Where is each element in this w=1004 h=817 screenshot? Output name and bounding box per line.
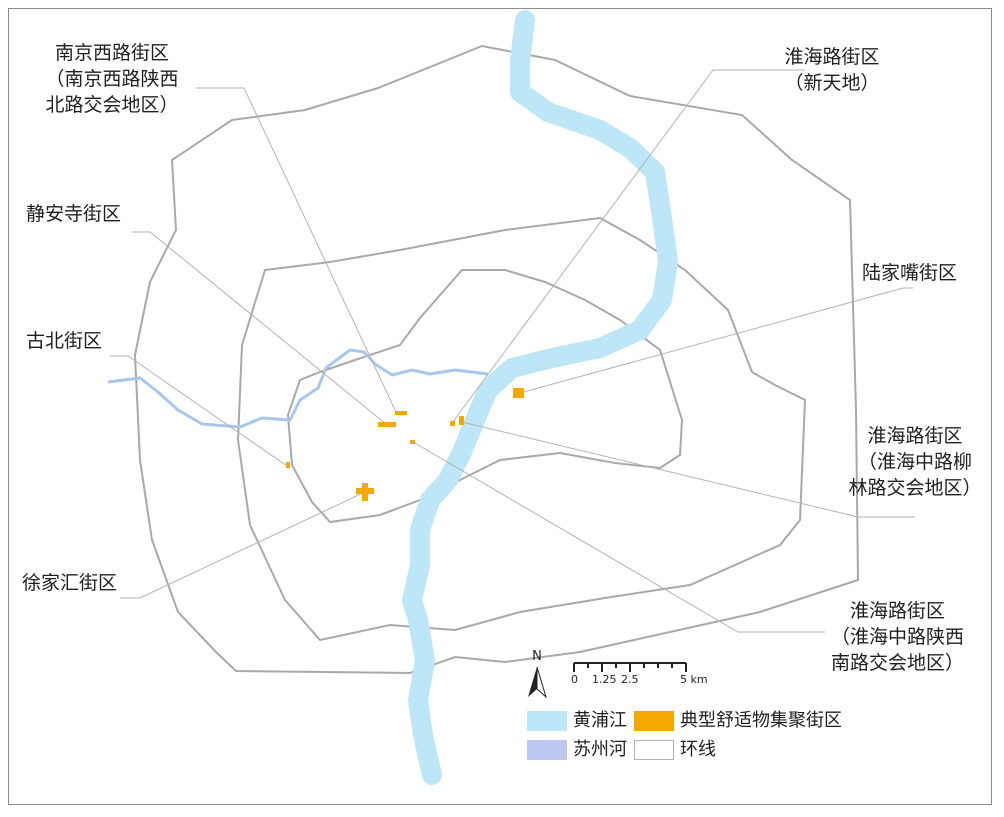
- legend-label-suzhou: 苏州河: [573, 739, 627, 760]
- block-gubei: [286, 462, 290, 468]
- scale-tick-0: 0: [571, 673, 578, 686]
- block-xintiandi: [450, 421, 455, 426]
- leader-gubei: [110, 355, 288, 467]
- leader-lines: [110, 69, 915, 633]
- scale-tick-5km: 5 km: [680, 673, 708, 686]
- block-jingan: [410, 440, 415, 444]
- leader-xujiahui: [120, 491, 366, 599]
- scale-tick-1.25: 1.25: [592, 673, 617, 686]
- legend-swatch-suzhou: [527, 740, 567, 760]
- north-arrow-letter: N: [532, 649, 542, 664]
- block-xujiahui: [356, 483, 374, 501]
- scale-tick-2.5: 2.5: [621, 673, 639, 686]
- legend-label-amenity: 典型舒适物集聚街区: [680, 710, 842, 731]
- huangpu-river: [402, 10, 678, 785]
- label-huaihai-xintiandi: 淮海路街区 （新天地）: [784, 46, 880, 94]
- label-jingan: 静安寺街区: [26, 203, 122, 225]
- leader-jingan: [132, 231, 387, 425]
- leader-lujiazui: [519, 287, 913, 394]
- map-frame: [8, 8, 992, 805]
- block-nanjing-west-1: [395, 411, 407, 415]
- label-gubei: 古北街区: [26, 330, 103, 352]
- scale-bar: [573, 662, 687, 672]
- leader-huaihai-liulin: [461, 421, 915, 518]
- leader-huaihai-shaanxi: [412, 441, 825, 633]
- ring-road-middle: [236, 216, 807, 642]
- label-huaihai-liulin: 淮海路街区 （淮海中路柳 林路交会地区）: [848, 425, 982, 499]
- amenity-blocks: [286, 388, 524, 501]
- ring-road-inner: [286, 269, 684, 524]
- block-lujiazui: [513, 388, 524, 398]
- legend-label-huangpu: 黄浦江: [573, 710, 627, 731]
- leader-nanjing-west: [196, 87, 397, 413]
- block-nanjing-west-2: [378, 422, 396, 427]
- label-nanjing-west: 南京西路街区 （南京西路陕西 北路交会地区）: [45, 42, 179, 116]
- ring-road-outer: [133, 44, 860, 675]
- label-huaihai-shaanxi: 淮海路街区 （淮海中路陕西 南路交会地区）: [830, 600, 964, 674]
- north-arrow-icon: N: [528, 649, 547, 699]
- suzhou-creek: [107, 348, 489, 429]
- label-xujiahui: 徐家汇街区: [22, 572, 118, 594]
- legend-swatch-ring: [634, 740, 674, 760]
- leader-huaihai-xintiandi: [451, 69, 805, 424]
- block-liulin: [459, 416, 464, 425]
- legend-label-ring: 环线: [680, 739, 716, 760]
- label-lujiazui: 陆家嘴街区: [862, 262, 958, 284]
- legend-swatch-huangpu: [527, 711, 567, 731]
- legend-swatch-amenity: [634, 711, 674, 731]
